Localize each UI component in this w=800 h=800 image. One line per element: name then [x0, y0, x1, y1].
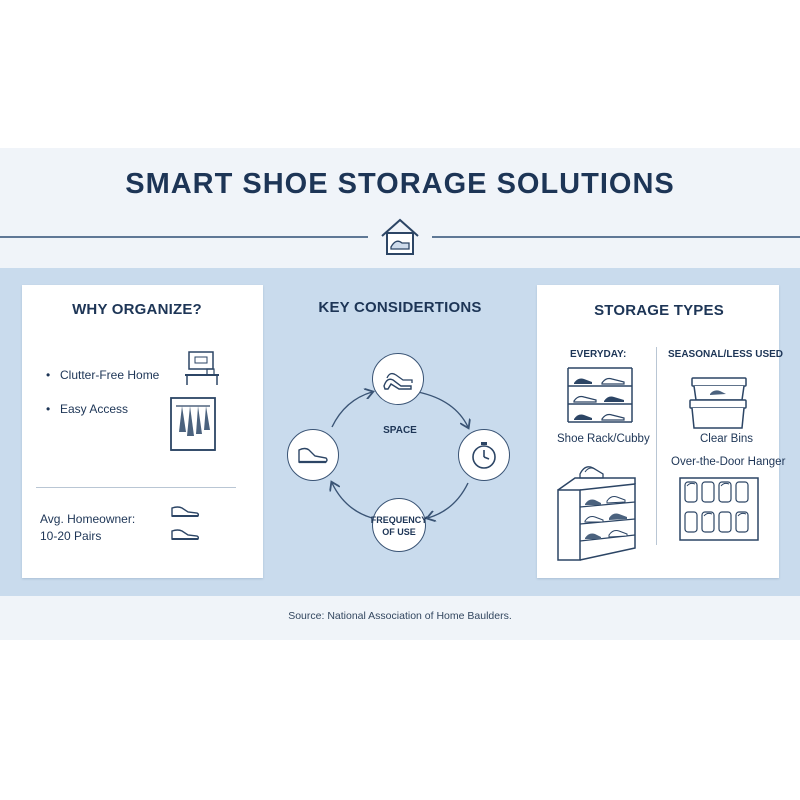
title-rule-right [432, 236, 800, 238]
door-hanger-label: Over-the-Door Hanger [671, 456, 786, 468]
storage-divider [656, 347, 657, 545]
why-organize-panel [22, 285, 263, 578]
everyday-label: EVERYDAY: [570, 349, 627, 360]
shoe-cubby-icon [557, 466, 636, 561]
sneaker-icon [298, 447, 328, 464]
shelf-icon [185, 351, 219, 385]
sneaker-icon [171, 506, 200, 517]
high-heel-icon [383, 372, 413, 390]
sneaker-circle [287, 429, 339, 481]
house-icon [381, 218, 419, 255]
bullet-easy-access: Easy Access [60, 402, 129, 416]
door-hanger-icon [679, 477, 759, 541]
stat-value: 10-20 Pairs [40, 529, 102, 543]
title-rule-left [0, 236, 368, 238]
of-use-label: OF USE [382, 527, 416, 537]
stat-label: Avg. Homeowner: [40, 512, 136, 526]
space-circle [372, 353, 424, 405]
sneaker-icon [171, 529, 200, 540]
frequency-label: FREQUENCY [370, 515, 428, 525]
shoe-rack-icon [567, 367, 633, 423]
time-circle [458, 429, 510, 481]
cycle-arrows [275, 345, 525, 575]
closet-icon [170, 397, 216, 451]
frequency-circle [372, 498, 426, 552]
source-note: Source: National Association of Home Bau… [288, 610, 512, 622]
bullet-dot: • [46, 368, 51, 382]
left-panel-divider [36, 487, 236, 488]
bullet-dot: • [46, 402, 51, 416]
seasonal-label: SEASONAL/LESS USED [668, 349, 784, 360]
stopwatch-icon [472, 442, 496, 469]
shoe-rack-label: Shoe Rack/Cubby [557, 433, 650, 445]
why-organize-heading: WHY ORGANIZE? [72, 301, 202, 318]
storage-types-heading: STORAGE TYPES [594, 302, 724, 319]
key-considerations-heading: KEY CONSIDERTIONS [318, 299, 482, 316]
space-label: SPACE [383, 425, 417, 436]
bullet-clutter-free: Clutter-Free Home [60, 368, 160, 382]
clear-bins-icon [689, 377, 747, 429]
clear-bins-label: Clear Bins [700, 433, 754, 445]
page-title: SMART SHOE STORAGE SOLUTIONS [125, 168, 675, 200]
